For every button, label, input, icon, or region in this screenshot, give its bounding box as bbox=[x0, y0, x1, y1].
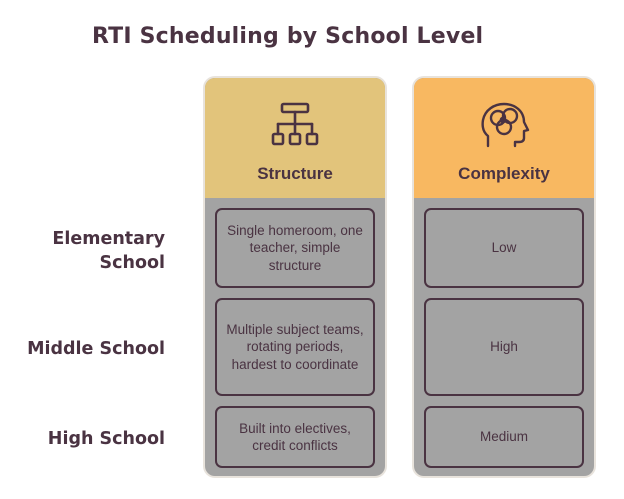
row-label-middle-school: Middle School bbox=[27, 339, 165, 359]
hierarchy-icon bbox=[271, 102, 319, 146]
cell-structure-high-school: Built into electives, credit conflicts bbox=[215, 406, 375, 468]
column-complexity-label: Complexity bbox=[458, 164, 550, 183]
cell-structure-elementary: Single homeroom, one teacher, simple str… bbox=[215, 208, 375, 288]
cell-complexity-elementary: Low bbox=[424, 208, 584, 288]
row-label-elementary: Elementary School bbox=[52, 227, 165, 275]
column-structure-label: Structure bbox=[257, 164, 333, 183]
column-structure-header: Structure bbox=[205, 78, 385, 198]
column-complexity-header: Complexity bbox=[414, 78, 594, 198]
row-label-high-school: High School bbox=[47, 429, 165, 449]
diagram-title: RTI Scheduling by School Level bbox=[92, 24, 484, 49]
cell-complexity-high-school: Medium bbox=[424, 406, 584, 468]
cell-structure-middle-school: Multiple subject teams, rotating periods… bbox=[215, 298, 375, 396]
column-complexity: Complexity Low High Medium bbox=[412, 76, 596, 478]
column-structure: Structure Single homeroom, one teacher, … bbox=[203, 76, 387, 478]
row-label-elementary-line1: Elementary bbox=[52, 229, 165, 249]
cell-complexity-middle-school: High bbox=[424, 298, 584, 396]
row-label-elementary-line2: School bbox=[99, 253, 165, 273]
brain-head-icon bbox=[481, 102, 530, 148]
